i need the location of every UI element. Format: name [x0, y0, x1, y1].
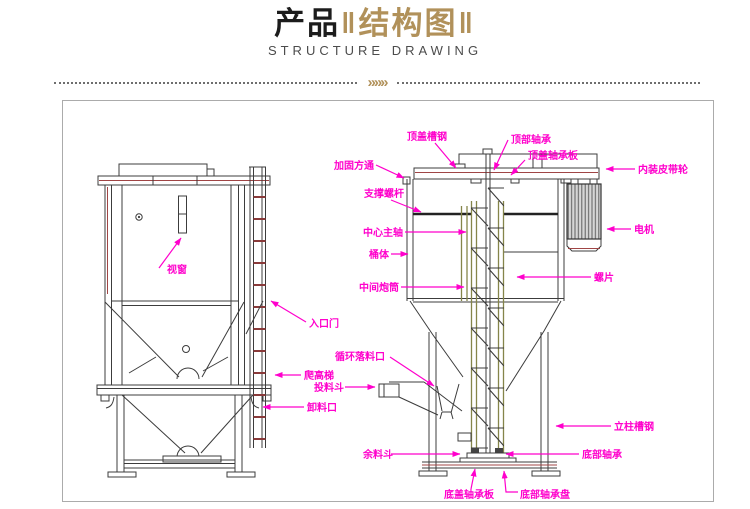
- label-climb-ladder: 爬高梯: [303, 369, 334, 382]
- screw-conveyor: [457, 154, 505, 459]
- label-column-channel: 立柱槽钢: [614, 420, 654, 433]
- left-top-block: [118, 163, 208, 177]
- label-residual-hopper: 余料斗: [362, 448, 393, 461]
- feed-chute: [378, 381, 463, 420]
- label-circulation-drop-port: 循环落料口: [335, 350, 385, 363]
- divider-dots-left: [54, 82, 358, 84]
- divider-dots-right: [396, 82, 700, 84]
- label-reinforce-square-tube: 加固方通: [333, 159, 374, 172]
- right-lid: [413, 167, 600, 180]
- left-platform: [96, 384, 272, 396]
- label-motor: 电机: [634, 223, 654, 236]
- bottom-bearing-assembly: [459, 448, 517, 463]
- chevrons-icon: »»»: [367, 74, 388, 91]
- motor-block: [566, 178, 602, 252]
- label-top-cover-channel: 顶盖槽钢: [407, 130, 447, 143]
- bolt-circle: [135, 213, 143, 221]
- label-entry-door: 入口门: [309, 317, 339, 330]
- left-top-step: [206, 168, 215, 177]
- label-screw-blade: 螺片: [594, 271, 614, 284]
- label-bottom-bearing-disc: 底部轴承盘: [520, 488, 570, 501]
- label-middle-tube: 中间炮筒: [359, 281, 399, 294]
- title-separator: ‖: [341, 8, 358, 40]
- label-built-in-pulley: 内装皮带轮: [638, 163, 688, 176]
- diagram-canvas: 视窗 入口门 爬高梯 投料斗 卸料口 加固方通 支撑螺杆 中心主轴 桶体 中间炮…: [62, 100, 714, 502]
- label-barrel-body: 桶体: [368, 248, 390, 261]
- right-machine-drawing: [378, 148, 602, 477]
- label-feed-hopper: 投料斗: [314, 381, 344, 394]
- page-header: 产品‖结构图‖ STRUCTURE DRAWING: [0, 0, 750, 59]
- label-top-bearing: 顶部轴承: [511, 133, 551, 146]
- divider: »»»: [54, 74, 700, 91]
- title-primary: 产品: [274, 6, 341, 41]
- title-separator-2: ‖: [458, 8, 475, 40]
- shaft-cap: [482, 148, 493, 155]
- label-sight-window: 视窗: [167, 263, 187, 276]
- label-center-main-shaft: 中心主轴: [363, 226, 403, 239]
- structure-drawing-svg: 视窗 入口门 爬高梯 投料斗 卸料口 加固方通 支撑螺杆 中心主轴 桶体 中间炮…: [96, 130, 688, 501]
- label-bottom-bearing: 底部轴承: [582, 448, 622, 461]
- ladder: [245, 166, 266, 448]
- label-bottom-cover-bearing-plate: 底盖轴承板: [444, 488, 495, 501]
- page-subtitle: STRUCTURE DRAWING: [267, 43, 483, 58]
- annotations: 视窗 入口门 爬高梯 投料斗 卸料口 加固方通 支撑螺杆 中心主轴 桶体 中间炮…: [158, 130, 688, 501]
- label-discharge-port: 卸料口: [307, 401, 337, 414]
- page-title: 产品‖结构图‖: [0, 7, 750, 42]
- left-hopper-base: [162, 455, 222, 463]
- label-support-screw: 支撑螺杆: [363, 187, 404, 200]
- discharge-spouts: [105, 396, 260, 409]
- left-machine-drawing: [96, 163, 272, 478]
- title-secondary: 结构图: [358, 6, 458, 41]
- label-top-cover-bearing-plate: 顶盖轴承板: [528, 149, 579, 162]
